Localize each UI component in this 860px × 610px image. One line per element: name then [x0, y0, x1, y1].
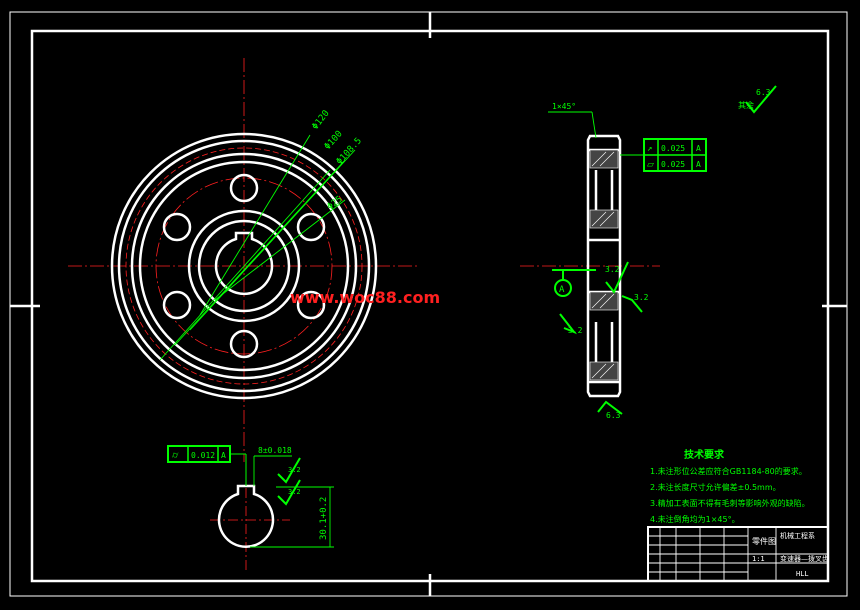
section-tolerance-frames: ↗ 0.025 A ⏥ 0.025 A: [620, 138, 707, 172]
section-hatching: [589, 149, 619, 381]
keyway-depth-dim: 30.1+0.2: [319, 497, 329, 540]
ra-section-2: 3.2: [634, 293, 649, 302]
tech-req-item-2: 2.未注长度尺寸允许偏差±0.5mm。: [650, 482, 781, 492]
tol-symbol-2: ⏥: [647, 160, 654, 170]
datum-label: A: [559, 285, 565, 295]
tol-datum-2: A: [696, 160, 701, 169]
front-dimension-leaders: [159, 134, 356, 361]
tech-req-item-4: 4.未注倒角均为1×45°。: [650, 514, 740, 524]
tol-symbol-1: ↗: [647, 144, 652, 154]
centering-marks: [10, 12, 847, 596]
keyway-roughness-2: [277, 479, 301, 506]
front-centerlines: [68, 58, 420, 462]
watermark-text: www.woc88.com: [290, 288, 440, 307]
ra-section-1: 3.2: [605, 265, 620, 274]
tech-req-item-3: 3.精加工表面不得有毛刺等影响外观的缺陷。: [650, 498, 810, 508]
general-roughness-label: 其余: [738, 100, 754, 110]
tol-value-1: 0.025: [661, 144, 685, 153]
datum-symbol: A: [552, 269, 596, 297]
tol-value-2: 0.025: [661, 160, 685, 169]
section-roughness-symbols: [559, 261, 643, 415]
tech-req-title: 技术要求: [684, 448, 725, 461]
ra-section-3: 3.2: [568, 326, 583, 335]
keyway-tol-value: 0.012: [191, 451, 215, 460]
gear-section-view: 1×45° ↗ 0.025 A ⏥ 0.025 A A: [520, 85, 777, 420]
title-company: 机械工程系: [780, 531, 815, 540]
technical-requirements: 技术要求 1.未注形位公差应符合GB1184-80的要求。 2.未注长度尺寸允许…: [650, 448, 810, 524]
gear-front-view: Φ120 Φ100 Φ108.5 Φ25: [68, 58, 420, 462]
general-roughness: 其余 6.3: [738, 85, 777, 114]
chamfer-label: 1×45°: [552, 102, 576, 111]
keyway-view: ⌭ 0.012 A 8±0.018 3.2 3.2 30.1+0.2: [167, 445, 334, 570]
ra-keyway-1: 3.2: [288, 466, 301, 474]
tech-req-item-1: 1.未注形位公差应符合GB1184-80的要求。: [650, 466, 807, 476]
title-part-name: 零件图: [752, 536, 776, 546]
title-block: 零件图 机械工程系 变速器—拨叉齿 1:1 HLL: [647, 526, 829, 582]
keyway-tol-datum: A: [221, 451, 226, 460]
title-code: HLL: [796, 570, 809, 578]
tol-datum-1: A: [696, 144, 701, 153]
hatch-lines: [591, 151, 615, 379]
outer-border: [9, 11, 848, 597]
ra-keyway-2: 3.2: [288, 488, 301, 496]
keyway-outline: [217, 484, 275, 549]
title-scale: 1:1: [752, 555, 765, 563]
gear-holes: [162, 173, 326, 359]
dim-phi100: Φ100: [323, 129, 345, 152]
dim-phi120: Φ120: [310, 109, 331, 132]
gear-rings: [110, 132, 378, 400]
keyway-tol-symbol: ⌭: [172, 451, 179, 461]
keyway-roughness-1: [277, 457, 301, 484]
ra-section-4: 6.3: [606, 411, 621, 420]
title-drawing-name: 变速器—拨叉齿: [780, 554, 829, 563]
keyway-width-dim: 8±0.018: [258, 446, 292, 455]
general-roughness-value: 6.3: [756, 88, 771, 97]
